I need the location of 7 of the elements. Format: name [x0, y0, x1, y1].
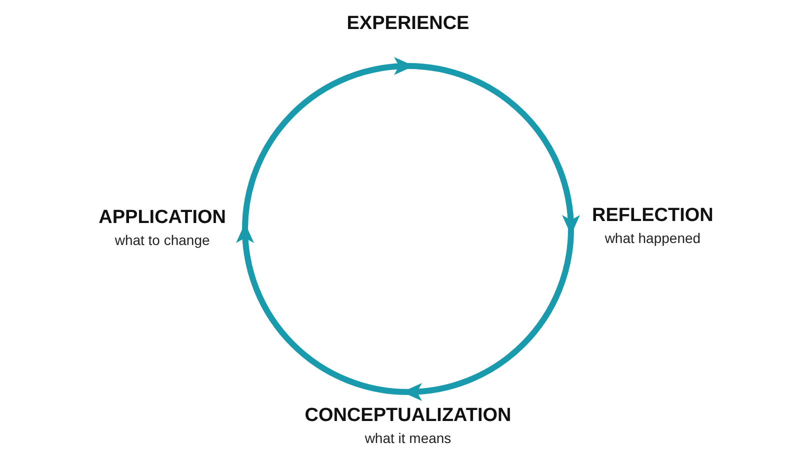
stage-title: EXPERIENCE	[346, 12, 470, 36]
stage-description: what happened	[604, 229, 701, 248]
stage-title: CONCEPTUALIZATION	[304, 404, 512, 428]
stage-description: what it means	[364, 429, 452, 448]
stage-description: what to change	[114, 231, 210, 250]
stage-title: REFLECTION	[592, 204, 714, 228]
stage-title: APPLICATION	[98, 206, 226, 230]
